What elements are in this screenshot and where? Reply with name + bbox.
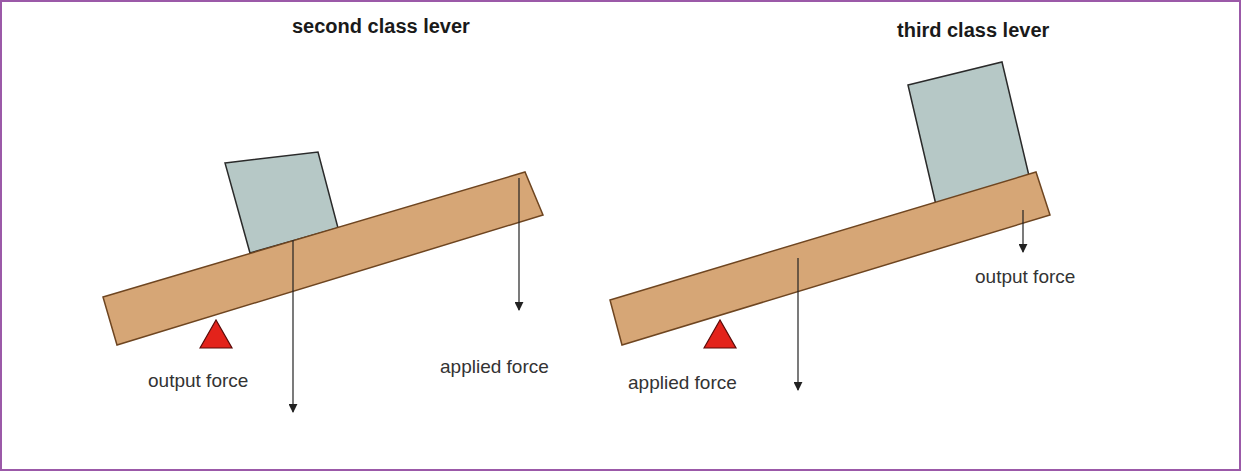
panel-heading: third class lever <box>897 18 1049 42</box>
force-label: applied force <box>628 372 737 395</box>
fulcrum <box>200 320 232 348</box>
output-force-arrow <box>292 240 293 412</box>
applied-force-arrow <box>518 178 519 310</box>
lever-plank <box>103 172 543 345</box>
fulcrum <box>704 320 736 348</box>
applied-force-arrow <box>797 258 798 390</box>
lever-plank <box>610 172 1050 345</box>
force-label: output force <box>975 266 1075 289</box>
panel-heading: second class lever <box>292 14 470 38</box>
force-label: output force <box>148 370 248 393</box>
force-label: applied force <box>440 356 549 379</box>
output-force-arrow <box>1022 210 1023 252</box>
